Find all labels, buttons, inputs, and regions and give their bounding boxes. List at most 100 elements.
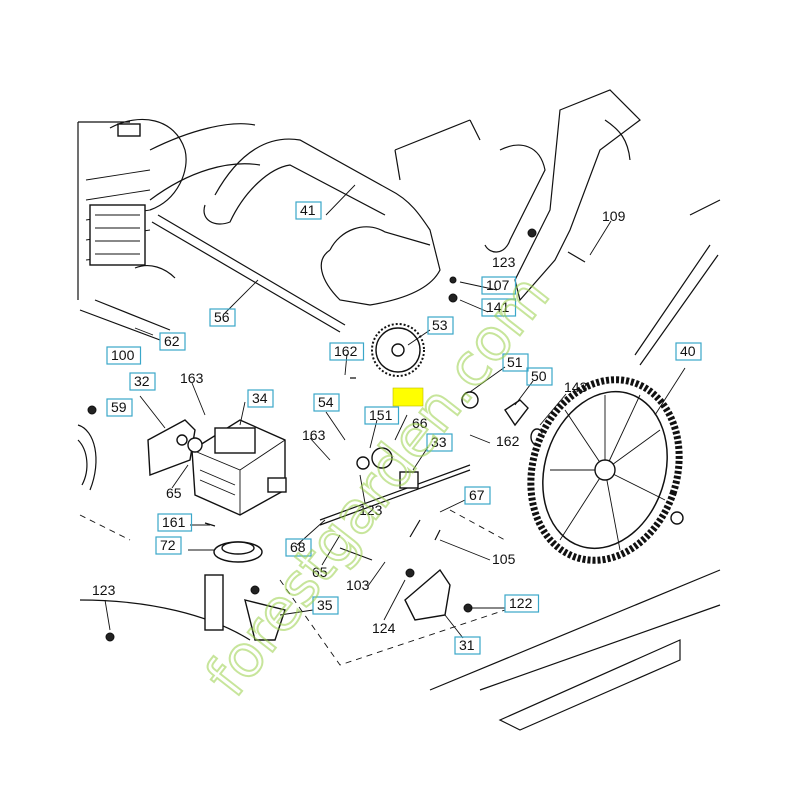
callout-162b: 162 [496, 433, 520, 449]
callout-box [155, 536, 182, 555]
callout-label: 162 [496, 433, 520, 449]
callout-label: 33 [431, 434, 447, 450]
callout-label: 100 [111, 347, 135, 363]
callout-72: 72 [155, 536, 182, 555]
callout-box [481, 276, 517, 295]
callout-66: 66 [412, 415, 428, 431]
callout-32: 32 [129, 372, 156, 391]
callout-label: 68 [290, 539, 306, 555]
callout-123b: 123 [359, 502, 383, 518]
callout-162a: 162 [329, 342, 365, 361]
callout-label: 123 [359, 502, 383, 518]
fasteners [87, 228, 586, 642]
callout-label: 62 [164, 333, 180, 349]
chassis [203, 89, 721, 366]
callout-label: 103 [346, 577, 370, 593]
callout-box [329, 342, 365, 361]
callout-141: 141 [481, 298, 517, 317]
callout-box [426, 433, 453, 452]
callout-label: 65 [166, 485, 182, 501]
callout-33: 33 [426, 433, 453, 452]
callout-53: 53 [427, 316, 454, 335]
line-art [77, 89, 721, 731]
callout-label: 65 [312, 564, 328, 580]
callout-35: 35 [312, 596, 339, 615]
callout-123c: 123 [92, 582, 116, 598]
callout-103: 103 [346, 577, 370, 593]
callout-67: 67 [464, 486, 491, 505]
callout-label: 66 [412, 415, 428, 431]
callout-label: 163 [302, 427, 326, 443]
callout-107: 107 [481, 276, 517, 295]
callout-label: 123 [492, 254, 516, 270]
callout-box [313, 393, 340, 412]
left-wheel-edge [77, 424, 97, 491]
engine [77, 118, 261, 300]
cable-62 [79, 265, 176, 341]
callout-box [106, 346, 142, 365]
callout-label: 161 [162, 514, 186, 530]
gearbox-34 [191, 419, 287, 516]
wheel-40 [527, 376, 684, 564]
callout-label: 141 [486, 299, 510, 315]
callout-box [526, 367, 553, 386]
callout-34: 34 [247, 389, 274, 408]
callout-label: 72 [160, 537, 176, 553]
callout-label: 59 [111, 399, 127, 415]
rod-56 [151, 214, 346, 333]
callout-box [106, 398, 133, 417]
callout-105: 105 [492, 551, 516, 567]
callout-100: 100 [106, 346, 142, 365]
callout-box [454, 636, 481, 655]
callout-161: 161 [157, 513, 193, 532]
callout-51: 51 [502, 353, 529, 372]
callout-label: 53 [432, 317, 448, 333]
callout-143: 143 [564, 379, 588, 395]
callout-65b: 65 [312, 564, 328, 580]
callout-label: 41 [300, 202, 316, 218]
sprocket-53 [371, 323, 425, 377]
callout-31: 31 [454, 636, 481, 655]
callout-151: 151 [364, 406, 400, 425]
callout-56: 56 [209, 308, 236, 327]
callout-box [129, 372, 156, 391]
deck-edge [79, 569, 721, 731]
callout-label: 122 [509, 595, 533, 611]
callout-50: 50 [526, 367, 553, 386]
callout-40: 40 [675, 342, 702, 361]
callout-41: 41 [295, 201, 322, 220]
callout-label: 105 [492, 551, 516, 567]
callout-label: 67 [469, 487, 485, 503]
callout-68: 68 [285, 538, 312, 557]
drive-shaft [319, 464, 471, 526]
callout-label: 56 [214, 309, 230, 325]
callout-label: 124 [372, 620, 396, 636]
callout-label: 50 [531, 368, 547, 384]
callout-box [481, 298, 517, 317]
callout-163b: 163 [302, 427, 326, 443]
callout-123a: 123 [492, 254, 516, 270]
callout-box [209, 308, 236, 327]
callout-label: 54 [318, 394, 334, 410]
deck-outline [79, 509, 506, 666]
callout-box [159, 332, 186, 351]
callout-62: 62 [159, 332, 186, 351]
callout-label: 163 [180, 370, 204, 386]
callout-box [427, 316, 454, 335]
callout-label: 109 [602, 208, 626, 224]
callout-box [464, 486, 491, 505]
highlight-marker [392, 387, 424, 407]
callout-label: 107 [486, 277, 510, 293]
callout-label: 35 [317, 597, 333, 613]
callout-box [285, 538, 312, 557]
callout-box [157, 513, 193, 532]
callout-box [247, 389, 274, 408]
callout-label: 51 [507, 354, 523, 370]
callouts: 41 109 123 107 141 56 62 53 162 51 40 100 32 163 34 50 1… [92, 201, 702, 655]
callout-label: 32 [134, 373, 150, 389]
callout-label: 143 [564, 379, 588, 395]
callout-box [504, 594, 540, 613]
leader-lines [104, 184, 686, 639]
